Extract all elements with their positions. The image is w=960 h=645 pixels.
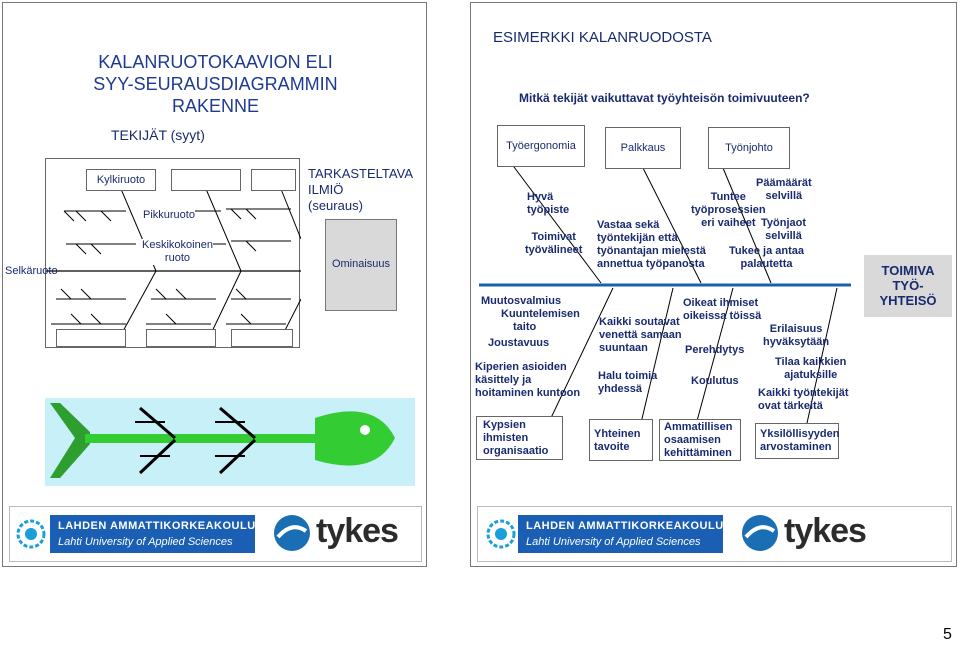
cause-kiperien: Kiperien asioiden käsittely ja hoitamine… — [475, 361, 581, 399]
title-line-1: KALANRUOTOKAAVION ELI — [98, 52, 333, 72]
cause-muutosvalmius: Muutosvalmius — [481, 295, 562, 307]
title-line-2: SYY-SEURAUSDIAGRAMMIN — [93, 74, 338, 94]
left-slide-title: KALANRUOTOKAAVION ELI SYY-SEURAUSDIAGRAM… — [3, 51, 428, 117]
cause-tilaa: Tilaa kaikkien ajatuksille — [775, 356, 847, 381]
cause-kaikki-tyontekijat: Kaikki työntekijät ovat tärkeitä — [758, 387, 849, 412]
yksilollisyyden-box: Yksilöllisyyden arvostaminen — [755, 423, 839, 459]
lamk-spiral-icon — [16, 519, 46, 549]
fishbone-diagram — [479, 162, 851, 444]
page-number: 5 — [943, 626, 952, 643]
title-line-3: RAKENNE — [171, 96, 260, 116]
empty-box-5 — [231, 329, 293, 347]
effect-box-right: TOIMIVA TYÖ- YHTEISÖ — [864, 255, 952, 317]
effect-box: Ominaisuus — [325, 219, 397, 311]
cause-hyva-tyopiste: Hyvä työpiste — [527, 191, 570, 216]
cause-paamaarat: Päämäärät selvillä — [756, 177, 812, 202]
causes-label: TEKIJÄT (syyt) — [111, 127, 205, 143]
cause-tyonjaot: Työnjaot selvillä — [761, 217, 807, 242]
cause-koulutus: Koulutus — [691, 375, 739, 387]
cause-perehdytys: Perehdytys — [685, 344, 745, 356]
ammatillisen-box: Ammatillisen osaamisen kehittäminen — [659, 419, 741, 461]
pikkuruoto-label: Pikkuruoto — [143, 209, 195, 222]
cause-erilaisuus: Erilaisuus hyväksytään — [763, 323, 830, 348]
yhteinen-tavoite-box: Yhteinen tavoite — [589, 419, 653, 461]
kypsien-box: Kypsien ihmisten organisaatio — [476, 416, 563, 460]
fish-illustration — [45, 398, 415, 486]
tyoergonomia-box: Työergonomia — [497, 125, 585, 167]
right-slide-title: ESIMERKKI KALANRUODOSTA — [493, 29, 712, 46]
empty-box-4 — [146, 329, 216, 347]
empty-box-3 — [56, 329, 126, 347]
tykes-logo-text: tykes — [316, 512, 399, 550]
selkaruoto-label: Selkäruoto — [5, 265, 58, 277]
cause-tukee: Tukee ja antaa palautetta — [729, 245, 804, 270]
tyonjohto-box: Työnjohto — [708, 127, 790, 169]
left-slide: KALANRUOTOKAAVION ELI SYY-SEURAUSDIAGRAM… — [2, 2, 427, 567]
palkkaus-box: Palkkaus — [605, 127, 681, 169]
tykes-logo-text: tykes — [784, 512, 867, 550]
empty-box-1 — [171, 169, 241, 191]
empty-box-2 — [251, 169, 296, 191]
cause-halu-toimia: Halu toimia yhdessä — [598, 370, 658, 395]
lamk-spiral-icon — [486, 519, 516, 549]
cause-tuntee: Tuntee työprosessien eri vaiheet — [691, 191, 766, 229]
cause-joustavuus: Joustavuus — [488, 337, 550, 349]
logo-banner-right: LAHDEN AMMATTIKORKEAKOULU Lahti Universi… — [477, 506, 952, 562]
keskikokoinen-label: Keskikokoinen ruoto — [142, 239, 213, 265]
cause-vastaa: Vastaa sekä työntekijän että työnantajan… — [597, 219, 706, 270]
cause-kuuntelemisen: Kuuntelemisen taito — [501, 308, 580, 333]
logo-banner-left: LAHDEN AMMATTIKORKEAKOULU Lahti Universi… — [9, 506, 422, 562]
effect-label: TARKASTELTAVA ILMIÖ (seuraus) — [308, 166, 413, 213]
cause-oikeat-ihmiset: Oikeat ihmiset oikeissa töissä — [683, 297, 762, 322]
right-slide: ESIMERKKI KALANRUODOSTA Mitkä tekijät va… — [470, 2, 957, 567]
skeleton-diagram-box: Kylkiruoto Pikkuruoto Keskikokoinen ruot… — [45, 158, 301, 348]
question: Mitkä tekijät vaikuttavat työyhteisön to… — [519, 91, 810, 105]
lamk-logo: LAHDEN AMMATTIKORKEAKOULU Lahti Universi… — [50, 515, 255, 553]
kylkiruoto-box: Kylkiruoto — [86, 169, 156, 191]
cause-toimivat-tyovalineet: Toimivat työvälineet — [525, 231, 583, 256]
tykes-globe-icon — [742, 515, 778, 551]
tykes-globe-icon — [274, 515, 310, 551]
cause-kaikki-soutavat: Kaikki soutavat venettä samaan suuntaan — [599, 316, 682, 354]
lamk-logo: LAHDEN AMMATTIKORKEAKOULU Lahti Universi… — [518, 515, 723, 553]
fish-skeleton-icon — [50, 403, 395, 478]
